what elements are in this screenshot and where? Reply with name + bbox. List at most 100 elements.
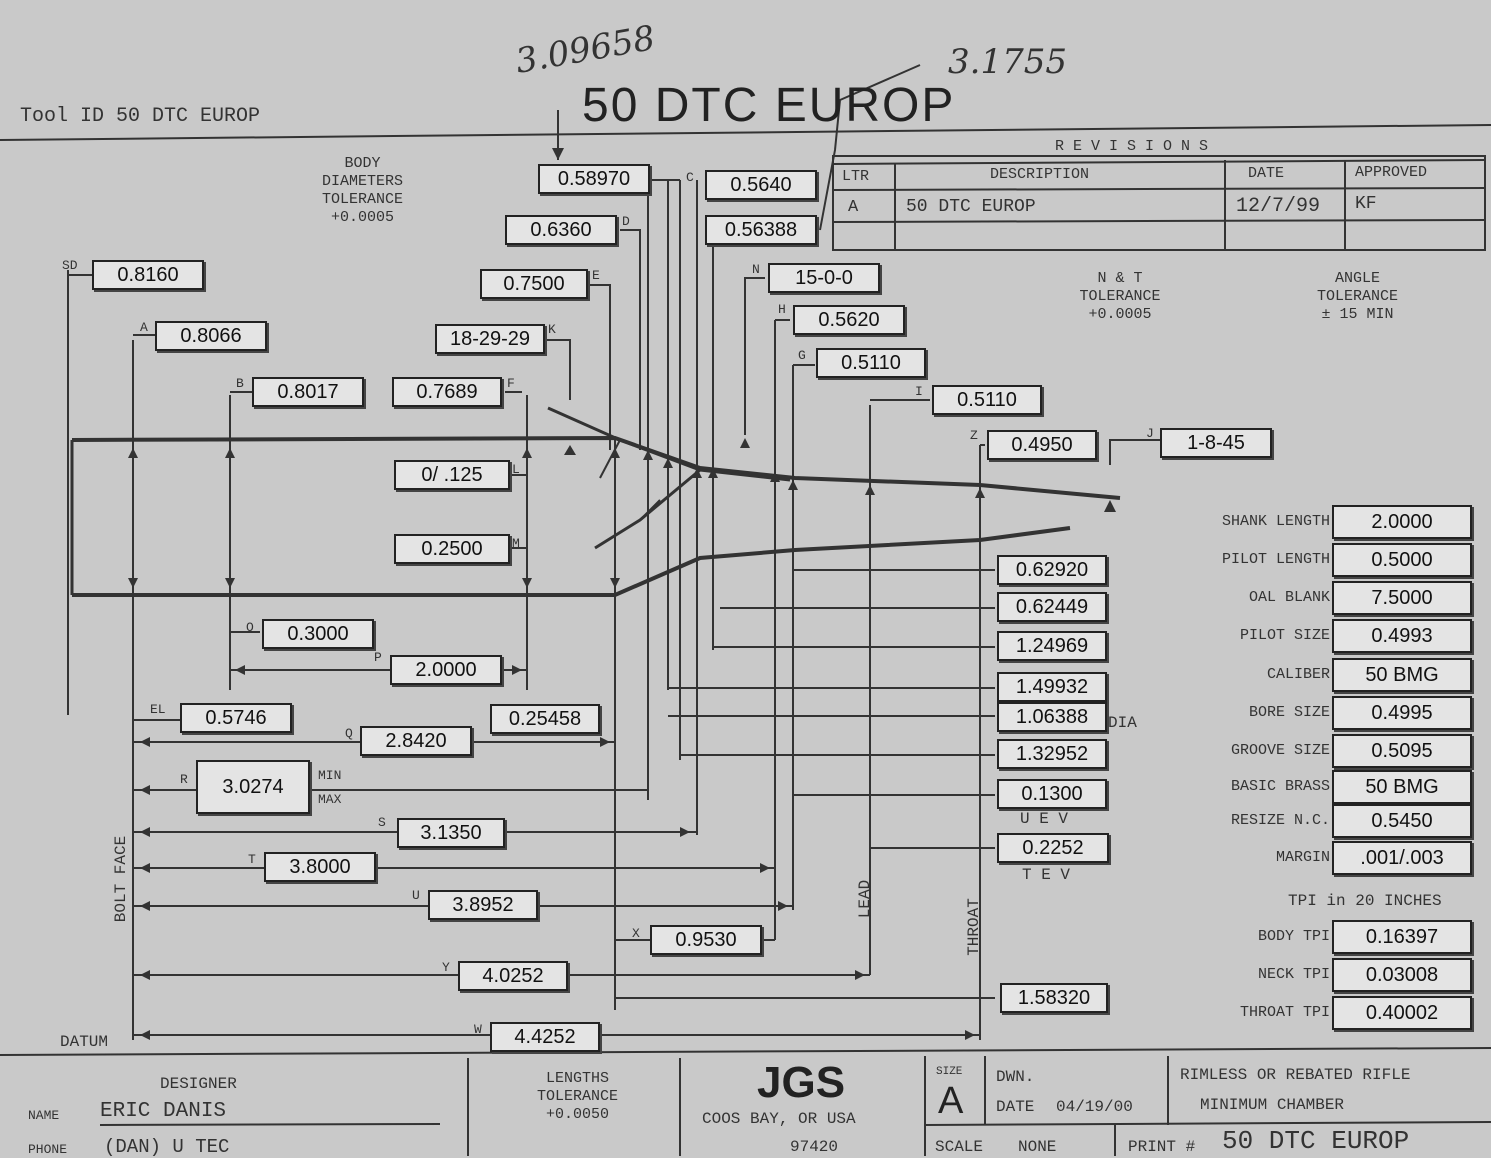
dim-d-box: 0.6360 [505,215,617,245]
reamer-top-profile [71,435,1121,500]
letter-p: P [374,650,382,665]
body-diameters-tolerance-note: BODY DIAMETERS TOLERANCE +0.0005 [300,155,425,227]
note-line: TOLERANCE [321,191,403,208]
print-value: 50 DTC EUROP [1222,1126,1410,1156]
dim-y-box: 4.0252 [458,961,568,991]
dim-g-box: 0.5110 [816,348,926,378]
letter-sd: SD [62,258,78,273]
dim-el-box: 0.5746 [180,703,292,733]
dim-o-box: 0.3000 [262,619,374,649]
spec-label: SHANK LENGTH [1221,513,1330,530]
revisions-heading: R E V I S I O N S [1055,138,1209,155]
note-line: LENGTHS [545,1070,609,1087]
drawing-description-1: RIMLESS OR REBATED RIFLE [1180,1066,1411,1084]
dim-n-box: 15-0-0 [768,263,880,293]
tool-id-label: Tool ID 50 DTC EUROP [20,105,261,128]
uev-label: U E V [1020,810,1069,828]
tpi-label: THROAT TPI [1239,1004,1330,1021]
spec-value: 50 BMG [1332,658,1472,692]
letter-d: D [622,214,630,229]
dim-right-1-box: 0.62920 [997,555,1107,585]
letter-el: EL [150,702,166,717]
letter-l: L [512,462,520,477]
tpi-value: 0.40002 [1332,996,1472,1030]
print-label: PRINT # [1128,1138,1196,1156]
note-line: BODY [344,155,381,172]
lead-label: LEAD [856,879,875,919]
spec-row: CALIBER 50 BMG [1150,658,1480,692]
dim-e-box: 0.7500 [480,269,588,299]
dim-p-box: 2.0000 [390,655,502,685]
dim-q2-box: 0.25458 [490,704,600,734]
letter-g: G [798,348,806,363]
spec-value: 2.0000 [1332,505,1472,539]
letter-k: K [548,322,556,337]
drawing-title: 50 DTC EUROP [582,79,956,132]
tpi-heading: TPI in 20 INCHES [1288,892,1442,910]
dim-right-3-box: 1.24969 [997,631,1107,661]
spec-label: OAL BLANK [1248,589,1330,606]
letter-u: U [412,888,420,903]
revisions-table-frame [832,155,1486,251]
handwritten-note-right: 3.1755 [948,42,1067,82]
bolt-face-label: BOLT FACE [112,835,131,923]
dim-j-box: 1-8-45 [1160,428,1272,458]
revisions-col-approved: APPROVED [1355,164,1428,181]
designer-name-value: ERIC DANIS [100,1100,227,1123]
designer-name-label: NAME [28,1108,60,1123]
dim-right-4-box: 1.49932 [997,672,1107,702]
tpi-label: BODY TPI [1257,928,1330,945]
tev-label: T E V [1022,866,1071,884]
company-zip: 97420 [790,1138,839,1156]
letter-y: Y [442,960,450,975]
revisions-row-ltr: A [848,198,859,217]
revisions-row-date: 12/7/99 [1236,195,1321,218]
nt-tolerance-note: N & T TOLERANCE +0.0005 [1060,270,1180,324]
dim-right-6-box: 1.32952 [997,739,1107,769]
company-city: COOS BAY, OR USA [702,1110,856,1128]
dim-f-box: 0.7689 [392,377,502,407]
tpi-value: 0.03008 [1332,958,1472,992]
spec-label: GROOVE SIZE [1230,742,1330,759]
spec-value: 0.5450 [1332,804,1472,838]
letter-n: N [752,262,760,277]
tpi-row: THROAT TPI 0.40002 [1150,996,1480,1030]
scale-label: SCALE [935,1138,984,1156]
letter-x: X [632,926,640,941]
dim-a-box: 0.8066 [155,321,267,351]
datum-label: DATUM [60,1033,109,1051]
dim-s-box: 3.1350 [397,818,505,848]
letter-i: I [915,384,923,399]
spec-label: RESIZE N.C. [1230,812,1330,829]
company-logo: JGS [757,1058,846,1107]
size-value: A [938,1080,964,1122]
letter-h: H [778,302,786,317]
revisions-col-description: DESCRIPTION [990,166,1090,183]
size-label: SIZE [936,1066,963,1078]
dim-b-box: 0.8017 [252,377,364,407]
dim-right-8-box: 0.2252 [997,833,1109,863]
dim-l-box: 0/ .125 [394,460,510,490]
spec-value: .001/.003 [1332,841,1472,875]
dim-c-box: 0.5640 [705,170,817,200]
spec-row: MARGIN .001/.003 [1150,841,1480,875]
revisions-col-date: DATE [1248,165,1285,182]
dim-top-box: 0.58970 [538,164,650,194]
spec-value: 0.5000 [1332,543,1472,577]
top-border-line [0,124,1491,141]
dim-right-5-box: 1.06388 [997,702,1107,732]
min-label: MIN [318,768,342,783]
dim-h-box: 0.5620 [793,305,905,335]
spec-row: RESIZE N.C. 0.5450 [1150,804,1480,838]
spec-label: BASIC BRASS [1230,778,1330,795]
note-line: +0.0050 [545,1106,609,1123]
spec-value: 0.4995 [1332,696,1472,730]
tpi-value: 0.16397 [1332,920,1472,954]
tpi-label: NECK TPI [1257,966,1330,983]
spec-value: 50 BMG [1332,770,1472,804]
letter-f: F [507,376,515,391]
revisions-col-ltr: LTR [842,168,870,185]
dim-x-box: 0.9530 [650,925,762,955]
dwn-label: DWN. [996,1068,1035,1086]
